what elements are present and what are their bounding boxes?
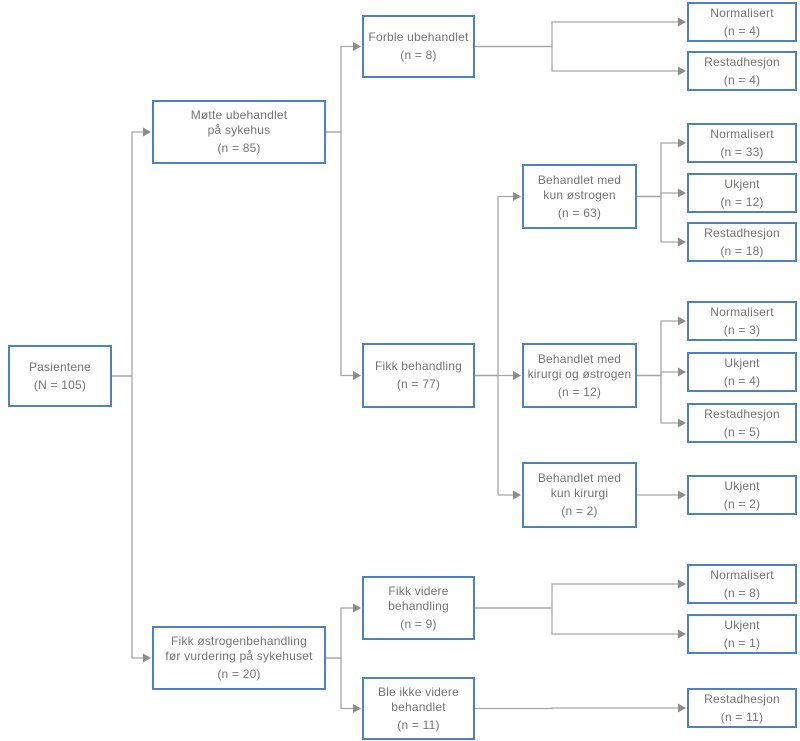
node-fikk-videre-behandling: Fikk videre behandling (n = 9) [362, 576, 475, 640]
node-motte-ubehandlet: Møtte ubehandlet på sykehus (n = 85) [152, 100, 326, 164]
node-label: Restadhesjon [704, 54, 780, 69]
node-count: (n = 63) [557, 205, 602, 220]
node-count: (n = 8) [723, 585, 761, 600]
node-label: Forble ubehandlet [368, 30, 469, 44]
node-label: Ble ikke videre behandlet [377, 684, 460, 714]
node-restadhesjon-5: Restadhesjon (n = 5) [687, 403, 797, 443]
node-count: (N = 105) [33, 377, 87, 392]
node-label: Restadhesjon [704, 406, 780, 421]
node-fikk-behandling: Fikk behandling (n = 77) [362, 343, 475, 408]
node-count: (n = 20) [217, 667, 261, 681]
node-label: Fikk videre behandling [388, 584, 449, 613]
node-ukjent-1: Ukjent (n = 1) [687, 614, 797, 654]
node-behandlet-kun-kirurgi: Behandlet med kun kirurgi (n = 2) [522, 462, 637, 528]
node-pasientene: Pasientene (N = 105) [8, 345, 112, 407]
node-normalisert-33: Normalisert (n = 33) [687, 123, 797, 163]
node-label: Normalisert [710, 126, 774, 141]
node-behandlet-kirurgi-og-ostrogen: Behandlet med kirurgi og østrogen (n = 1… [522, 343, 637, 408]
node-count: (n = 2) [561, 504, 598, 518]
node-label: Behandlet med kirurgi og østrogen [527, 351, 632, 381]
node-count: (n = 5) [723, 424, 761, 439]
node-label: Normalisert [710, 5, 774, 20]
node-ukjent-12: Ukjent (n = 12) [687, 173, 797, 213]
node-restadhesjon-4: Restadhesjon (n = 4) [687, 51, 797, 91]
node-label: Ukjent [724, 478, 760, 493]
node-label: Pasientene [28, 359, 92, 374]
node-count: (n = 11) [720, 709, 764, 724]
node-count: (n = 9) [400, 617, 437, 631]
node-count: (n = 18) [720, 243, 764, 258]
node-count: (n = 33) [720, 144, 764, 159]
node-label: Fikk behandling [374, 359, 463, 373]
node-label: Fikk østrogenbehandling før vurdering på… [165, 634, 313, 663]
node-label: Ukjent [724, 355, 760, 370]
node-behandlet-kun-ostrogen: Behandlet med kun østrogen (n = 63) [522, 164, 637, 229]
node-label: Normalisert [710, 567, 774, 582]
node-count: (n = 2) [723, 496, 761, 511]
node-label: Normalisert [710, 304, 774, 319]
node-forble-ubehandlet: Forble ubehandlet (n = 8) [362, 15, 475, 78]
node-count: (n = 4) [723, 373, 761, 388]
node-ukjent-4: Ukjent (n = 4) [687, 352, 797, 392]
node-label: Behandlet med kun østrogen [537, 172, 622, 202]
node-label: Møtte ubehandlet på sykehus [190, 108, 288, 137]
node-restadhesjon-18: Restadhesjon (n = 18) [687, 222, 797, 262]
node-normalisert-4: Normalisert (n = 4) [687, 2, 797, 42]
node-label: Restadhesjon [704, 225, 780, 240]
node-ble-ikke-videre-behandlet: Ble ikke videre behandlet (n = 11) [362, 677, 475, 740]
node-count: (n = 77) [396, 377, 441, 391]
node-count: (n = 12) [720, 194, 764, 209]
node-ukjent-2: Ukjent (n = 2) [687, 475, 797, 515]
node-fikk-ostrogenbehandling: Fikk østrogenbehandling før vurdering på… [152, 626, 326, 690]
node-count: (n = 11) [397, 717, 440, 732]
node-count: (n = 3) [723, 322, 761, 337]
node-label: Behandlet med kun kirurgi [537, 471, 622, 500]
node-restadhesjon-11: Restadhesjon (n = 11) [687, 688, 797, 728]
node-count: (n = 8) [400, 48, 437, 62]
node-label: Restadhesjon [704, 691, 780, 706]
node-count: (n = 12) [557, 384, 602, 399]
node-count: (n = 85) [217, 141, 261, 155]
node-count: (n = 1) [723, 635, 761, 650]
node-normalisert-8: Normalisert (n = 8) [687, 564, 797, 604]
node-normalisert-3: Normalisert (n = 3) [687, 301, 797, 341]
node-label: Ukjent [724, 176, 760, 191]
node-count: (n = 4) [723, 23, 761, 38]
node-count: (n = 4) [723, 72, 761, 87]
node-label: Ukjent [724, 617, 760, 632]
